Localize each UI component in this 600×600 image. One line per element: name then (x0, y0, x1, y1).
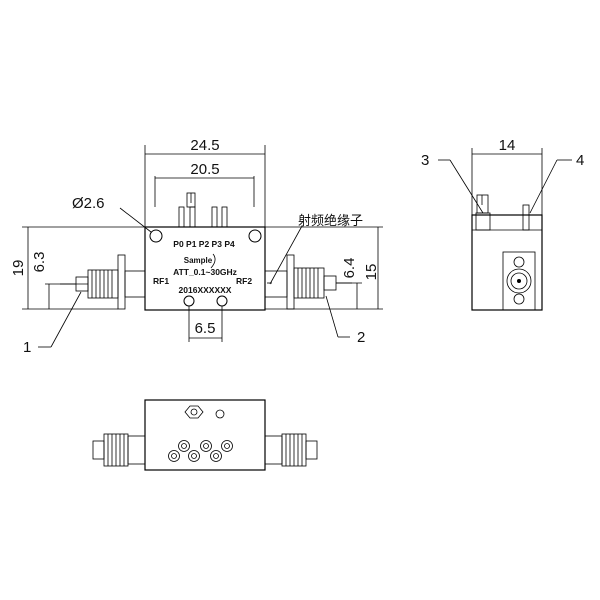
front-view: P0 P1 P2 P3 P4 Sample ATT_0.1~30GHz RF1 … (10, 137, 383, 356)
brand-swoosh-icon (210, 253, 216, 269)
model-label: ATT_0.1~30GHz (173, 267, 237, 277)
rf2-connector (264, 254, 352, 310)
dim-side-width: 14 (499, 137, 516, 154)
insulator-note: 射频绝缘子 (298, 213, 363, 228)
dim-overall-width: 24.5 (190, 137, 219, 154)
callout-2: 2 (357, 329, 365, 346)
side-body (471, 214, 543, 311)
top-pins (178, 192, 228, 230)
dim-rf2-height: 6.4 (341, 258, 358, 279)
port-rf2-label: RF2 (236, 276, 252, 286)
mounting-hole-top-right (248, 229, 262, 243)
bottom-pins (168, 440, 233, 462)
dim-hole-diameter: Ø2.6 (72, 195, 105, 212)
dim-rf1-height: 6.3 (31, 252, 48, 273)
attenuator-body (144, 226, 266, 311)
bottom-right-connector (264, 433, 318, 467)
bottom-view (92, 399, 318, 471)
side-view: 14 3 4 (421, 137, 584, 311)
bottom-left-connector (92, 433, 146, 467)
dim-overall-height: 19 (10, 260, 27, 277)
mounting-hole-top-left (149, 229, 163, 243)
callout-3: 3 (421, 152, 429, 169)
dim-body-height: 15 (363, 264, 380, 281)
rf1-connector (60, 254, 146, 310)
port-rf1-label: RF1 (153, 276, 169, 286)
brand-logo: Sample (184, 256, 213, 265)
bottom-body (144, 399, 266, 471)
callout-4: 4 (576, 152, 584, 169)
dim-pin-span: 20.5 (190, 161, 219, 178)
callout-1: 1 (23, 339, 31, 356)
side-connector-face (502, 251, 536, 311)
serial-label: 2016XXXXXX (179, 285, 232, 295)
pin-labels: P0 P1 P2 P3 P4 (173, 239, 235, 249)
dim-bottom-hole-spacing: 6.5 (195, 320, 216, 337)
